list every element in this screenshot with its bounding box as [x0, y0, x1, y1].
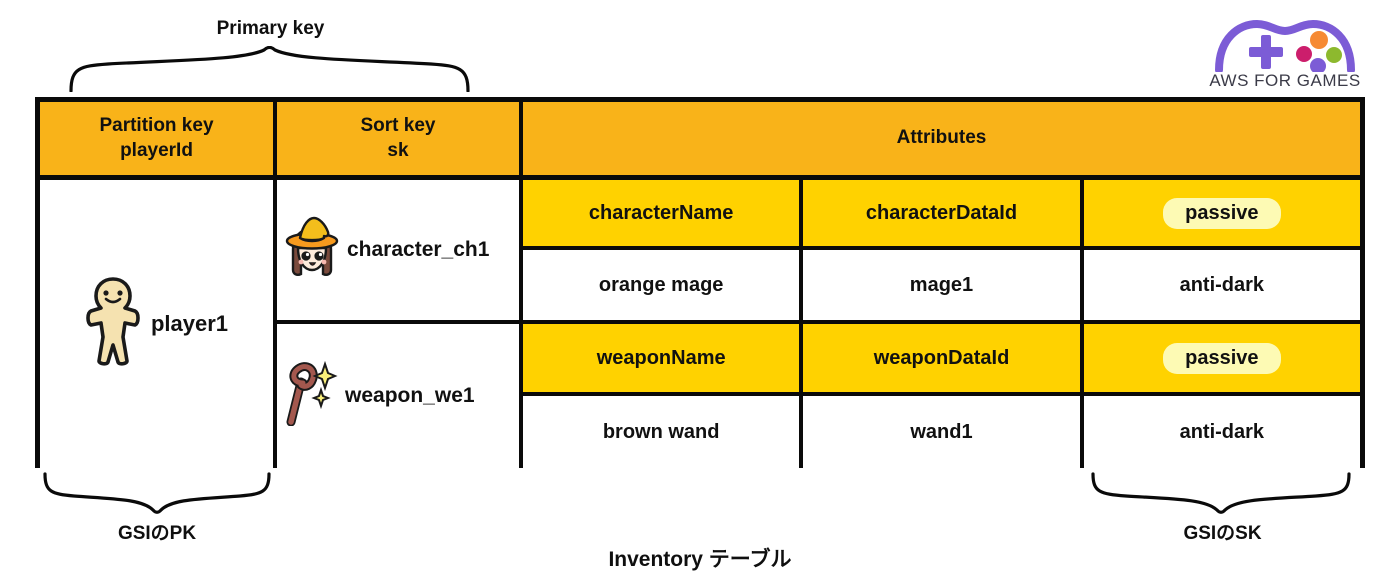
table-caption: Inventory テーブル — [608, 548, 792, 571]
sort-key-cell: weapon_we1 — [277, 324, 523, 468]
partition-key-value: player1 — [150, 311, 229, 336]
attributes-block: weaponName weaponDataId passive brown wa… — [523, 324, 1360, 468]
attribute-value-cell: brown wand — [523, 396, 804, 468]
attribute-value-label: wand1 — [910, 420, 973, 443]
attribute-name-cell: weaponName — [523, 324, 804, 392]
gamepad-icon — [1215, 19, 1355, 74]
gsi-sk-label: GSIのSK — [1183, 523, 1262, 544]
attribute-name-label-highlighted: passive — [1163, 342, 1281, 374]
attribute-name-label-highlighted: passive — [1163, 197, 1281, 229]
magic-wand-emoji — [283, 360, 339, 433]
table-row: weapon_we1 weaponName weaponDataId passi… — [277, 324, 1360, 468]
table-row: character_ch1 characterName characterDat… — [277, 180, 1360, 324]
gsi-sk-brace-icon — [1091, 472, 1351, 514]
attribute-value-label: anti-dark — [1179, 420, 1265, 443]
attribute-values-row: orange mage mage1 anti-dark — [523, 250, 1360, 320]
aws-for-games-logo: AWS FOR GAMES — [1205, 14, 1365, 94]
attribute-value-cell: wand1 — [803, 396, 1084, 468]
attribute-value-label: anti-dark — [1179, 273, 1265, 296]
attributes-block: characterName characterDataId passive or… — [523, 180, 1360, 320]
attribute-value-label: mage1 — [909, 273, 974, 296]
sort-key-value: character_ch1 — [347, 238, 490, 261]
attribute-name-cell: passive — [1083, 324, 1360, 392]
attribute-name-label: characterDataId — [865, 201, 1018, 224]
primary-key-brace-icon — [69, 46, 470, 92]
dot-green-icon — [1326, 47, 1342, 63]
attribute-value-cell: orange mage — [523, 250, 804, 320]
attribute-name-cell: characterName — [523, 180, 804, 247]
attribute-name-cell: passive — [1083, 180, 1360, 247]
attribute-names-row: characterName characterDataId passive — [523, 180, 1360, 251]
sort-key-cell: character_ch1 — [277, 180, 523, 320]
inventory-table: Partition key playerId Sort key sk Attri… — [35, 97, 1365, 468]
attribute-name-cell: characterDataId — [803, 180, 1084, 247]
column-header-sort-key-line2: sk — [387, 139, 409, 161]
table-header-row: Partition key playerId Sort key sk Attri… — [40, 102, 1360, 180]
gsi-pk-annotation: GSIのPK — [42, 472, 272, 552]
attribute-name-label: weaponName — [596, 346, 726, 369]
column-header-attributes-label: Attributes — [896, 127, 987, 149]
attribute-names-row: weaponName weaponDataId passive — [523, 324, 1360, 396]
column-header-partition-key: Partition key playerId — [40, 102, 277, 175]
standing-person-emoji — [85, 275, 141, 374]
attribute-values-row: brown wand wand1 anti-dark — [523, 396, 1360, 468]
sort-key-value: weapon_we1 — [345, 384, 475, 407]
attribute-value-label: brown wand — [602, 420, 720, 443]
mage-emoji — [283, 216, 341, 285]
table-body: player1 — [40, 180, 1360, 468]
dpad-plus-icon — [1249, 35, 1283, 69]
gsi-pk-label: GSIのPK — [117, 523, 197, 544]
attribute-name-cell: weaponDataId — [803, 324, 1084, 392]
standing-person-icon — [86, 276, 140, 366]
attribute-value-cell: mage1 — [803, 250, 1084, 320]
column-header-sort-key: Sort key sk — [277, 102, 523, 175]
attribute-name-label: characterName — [588, 201, 734, 224]
dot-pink-icon — [1296, 46, 1312, 62]
column-header-sort-key-line1: Sort key — [360, 115, 436, 137]
attribute-value-cell: anti-dark — [1083, 250, 1360, 320]
items-container: character_ch1 characterName characterDat… — [277, 180, 1360, 468]
primary-key-annotation: Primary key — [68, 18, 473, 98]
dot-purple-icon — [1310, 58, 1326, 74]
gsi-sk-annotation: GSIのSK — [1090, 472, 1355, 552]
attribute-value-cell: anti-dark — [1083, 396, 1360, 468]
column-header-partition-key-line1: Partition key — [99, 115, 214, 137]
partition-key-cell: player1 — [40, 180, 277, 468]
column-header-partition-key-line2: playerId — [120, 139, 193, 161]
dot-orange-icon — [1310, 31, 1328, 49]
attribute-value-label: orange mage — [598, 273, 724, 296]
magic-wand-icon — [286, 360, 338, 426]
attribute-name-label: weaponDataId — [873, 346, 1010, 369]
column-header-attributes: Attributes — [523, 102, 1360, 175]
primary-key-label: Primary key — [216, 18, 325, 39]
aws-for-games-label: AWS FOR GAMES — [1209, 71, 1361, 90]
gsi-pk-brace-icon — [43, 472, 271, 514]
mage-icon — [285, 216, 339, 276]
